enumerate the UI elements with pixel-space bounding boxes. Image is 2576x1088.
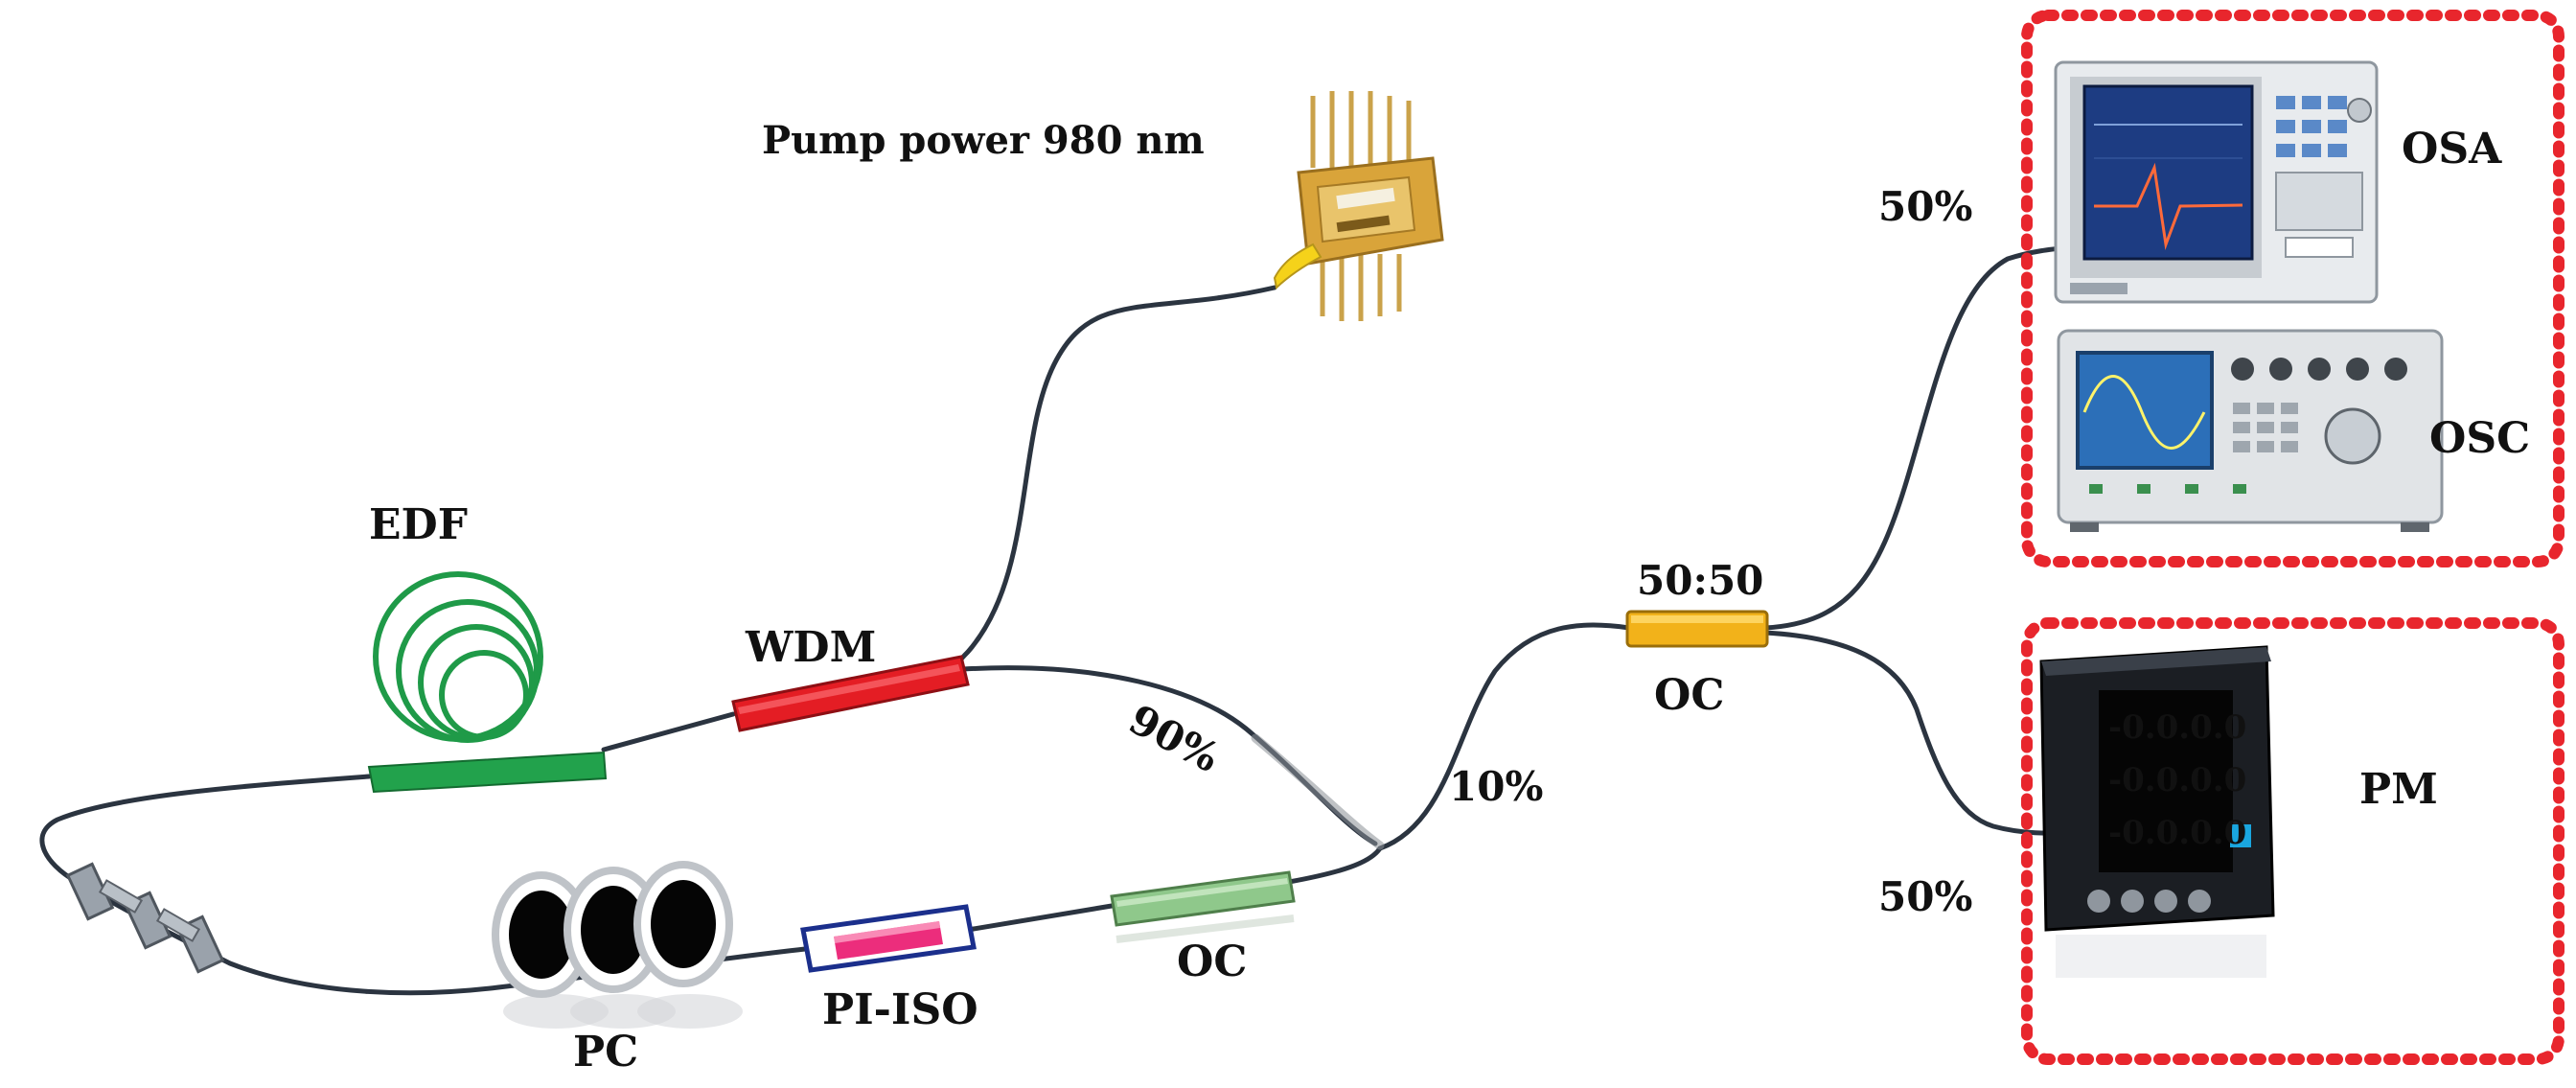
osc-label: OSC [2429, 414, 2530, 463]
meter-readout-3: -0.0.0.0 [2108, 814, 2246, 852]
percent-50-top-label: 50% [1878, 183, 1972, 230]
output-10-fiber [1377, 622, 1632, 851]
wdm-coupler [731, 655, 970, 732]
edf-base [367, 751, 608, 794]
splitter-50-50 [1625, 610, 1769, 648]
meter-readout-1: -0.0.0.0 [2108, 708, 2246, 747]
output-coupler-green [1110, 870, 1296, 943]
pi-iso-label: PI-ISO [822, 985, 978, 1034]
edf-label: EDF [369, 500, 468, 549]
wdm-label: WDM [745, 623, 876, 672]
meter-readout-2: -0.0.0.0 [2108, 761, 2246, 799]
oc-to-coupler-fiber [1286, 845, 1383, 885]
ratio-label: 50:50 [1637, 557, 1763, 604]
osa-label: OSA [2402, 125, 2502, 174]
pump-fiber [954, 285, 1277, 674]
edf-wdm-fiber [601, 711, 736, 752]
pump-label: Pump power 980 nm [762, 118, 1205, 163]
oc-right-label: OC [1654, 671, 1724, 720]
osc-screen [2076, 351, 2214, 470]
osc-instrument [2057, 329, 2444, 532]
osa-instrument [2054, 60, 2379, 304]
percent-10-label: 10% [1449, 763, 1543, 810]
pc-label: PC [573, 1028, 638, 1076]
percent-50-bottom-label: 50% [1878, 873, 1972, 920]
osa-screen [2082, 84, 2254, 261]
instrument-box-top [2021, 10, 2564, 567]
edf-coil [373, 571, 543, 743]
pump-laser-diode [1273, 91, 1444, 321]
pi-isolator [800, 904, 977, 973]
oc-left-label: OC [1177, 938, 1247, 986]
power-meter [2039, 645, 2275, 978]
iso-to-oc-fiber [965, 903, 1115, 933]
coupler-highlight [1251, 733, 1385, 850]
fiber-connector-left [65, 862, 232, 974]
polarization-controller [492, 861, 743, 1029]
instrument-box-bottom [2021, 617, 2564, 1065]
pm-label: PM [2359, 765, 2438, 814]
ring-left-fiber [39, 774, 372, 885]
